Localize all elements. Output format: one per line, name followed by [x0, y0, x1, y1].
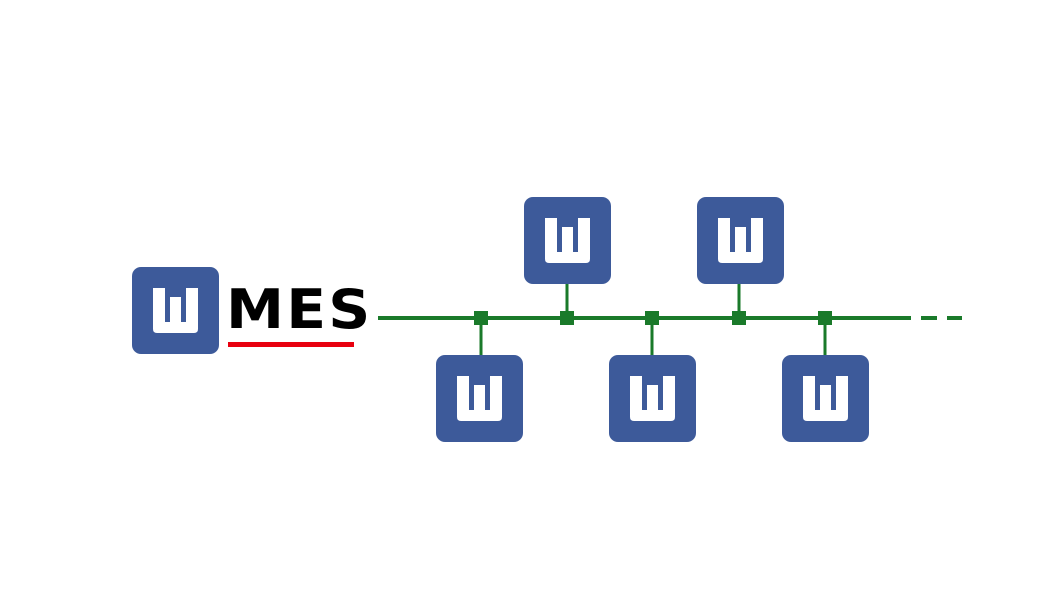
- w-device-icon: [436, 355, 523, 442]
- mes-logo-underline: [228, 342, 354, 347]
- device-tile[interactable]: [609, 355, 696, 442]
- device-tile[interactable]: [697, 197, 784, 284]
- bus-node: [474, 311, 488, 325]
- mes-logo-text: MES: [226, 278, 373, 341]
- device-tile[interactable]: [436, 355, 523, 442]
- bus-node: [645, 311, 659, 325]
- bus-node: [732, 311, 746, 325]
- w-device-icon: [609, 355, 696, 442]
- device-tile[interactable]: [524, 197, 611, 284]
- w-device-icon: [524, 197, 611, 284]
- bus-node: [560, 311, 574, 325]
- w-device-icon: [782, 355, 869, 442]
- w-device-icon: [697, 197, 784, 284]
- device-tile[interactable]: [782, 355, 869, 442]
- bus-node: [818, 311, 832, 325]
